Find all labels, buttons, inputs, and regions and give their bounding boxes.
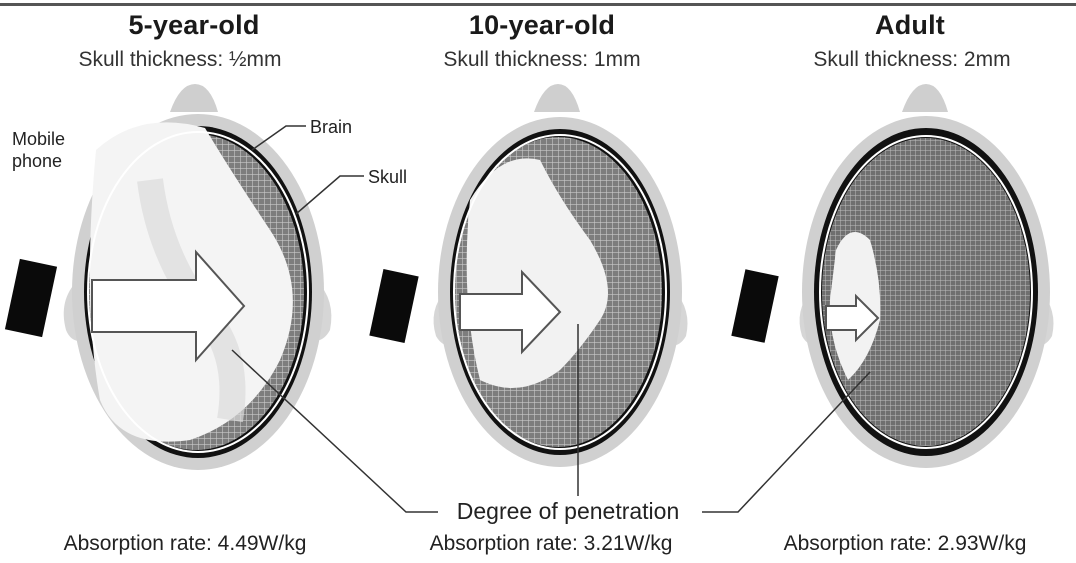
phone-5yr — [5, 259, 57, 337]
absorption-rate-adult: Absorption rate: 2.93W/kg — [740, 532, 1070, 556]
mobile-phone-label-line2: phone — [12, 150, 65, 172]
mobile-phone-label-line1: Mobile — [12, 128, 65, 150]
absorption-rate-5yr: Absorption rate: 4.49W/kg — [20, 532, 350, 556]
degree-of-penetration-label: Degree of penetration — [438, 498, 698, 525]
mobile-phone-label: Mobile phone — [12, 128, 65, 172]
absorption-rate-10yr: Absorption rate: 3.21W/kg — [386, 532, 716, 556]
head-adult — [800, 84, 1054, 468]
phone-10yr — [369, 269, 418, 343]
brain-label: Brain — [310, 116, 352, 138]
head-10yr — [434, 84, 688, 467]
phone-adult — [731, 269, 778, 343]
skull-label: Skull — [368, 166, 407, 188]
